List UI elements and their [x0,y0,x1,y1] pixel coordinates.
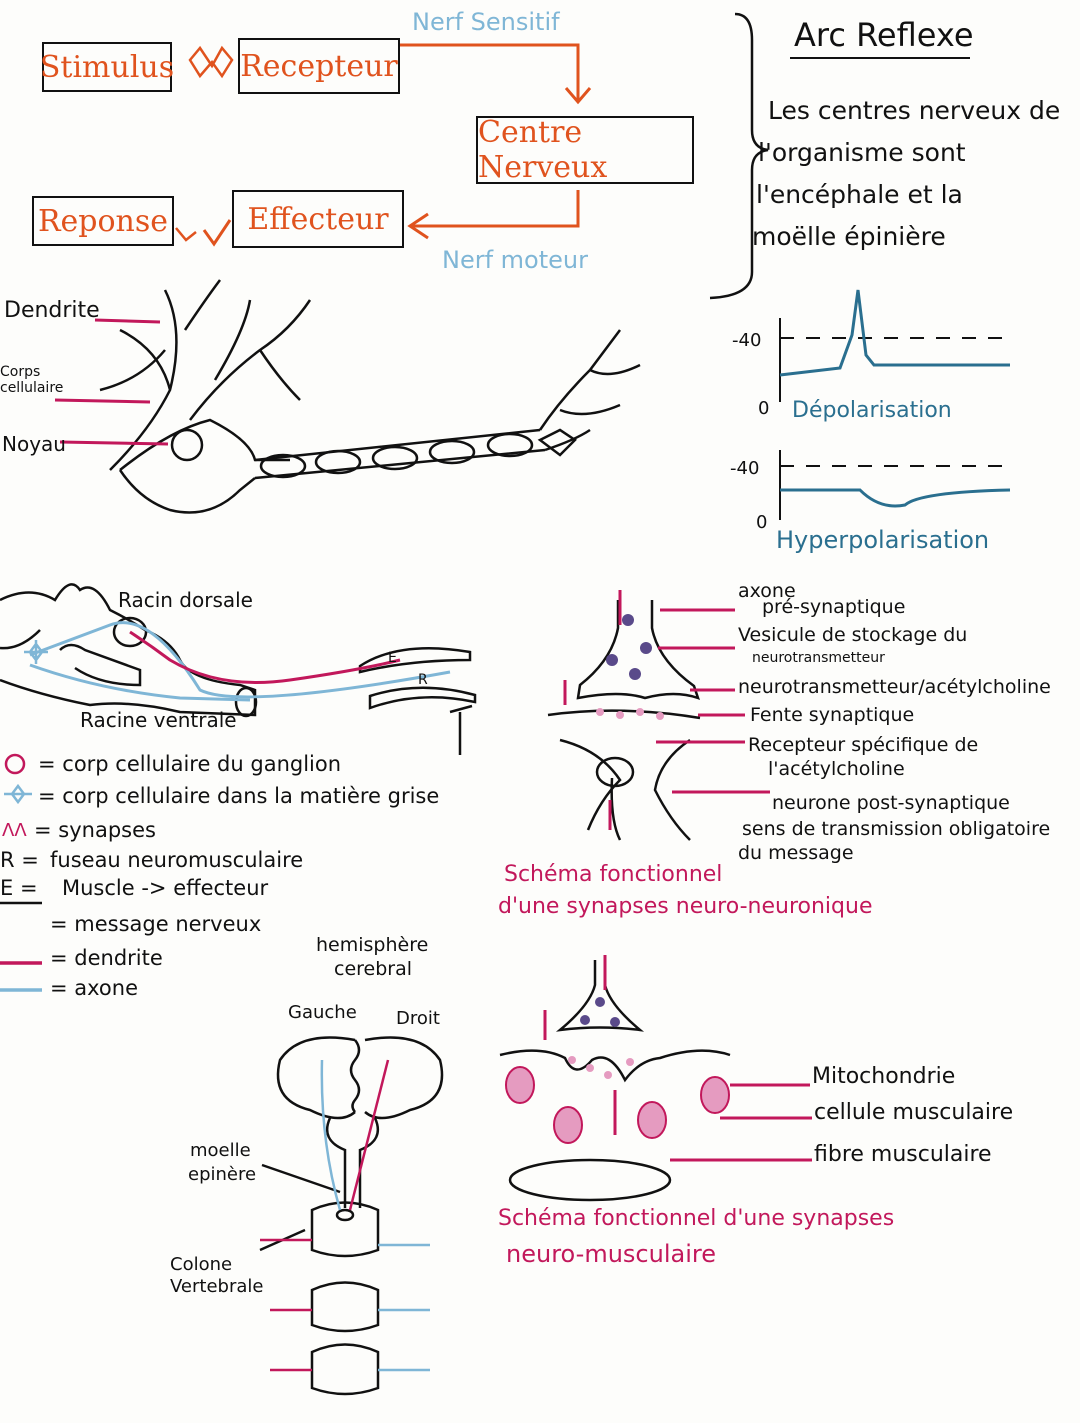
spinal-cord-drawing [0,583,477,755]
note-line-2: l'organisme sont [758,138,966,167]
syn2-caption-2: neuro-musculaire [506,1240,716,1268]
syn1-vesicule: Vesicule de stockage du [738,624,968,646]
g1-zero: 0 [758,398,770,419]
neuro-neuronal-synapse [547,600,701,841]
neuron-drawing [99,279,641,514]
g2-value: -40 [730,458,760,479]
legend-dendrite: = dendrite [50,946,163,970]
fibre-musculaire-label: fibre musculaire [814,1142,992,1167]
syn1-acetylcholine-2: l'acétylcholine [768,758,905,780]
cellule-musculaire-label: cellule musculaire [814,1100,1014,1125]
legend-r-symbol: R = [0,848,39,872]
legend-fuseau: fuseau neuromusculaire [50,848,304,872]
syn1-presynaptique: pré-synaptique [762,596,906,618]
neuromuscular-synapse [499,960,731,1202]
syn1-sens: sens de transmission obligatoire [742,818,1051,840]
syn1-neurotransmetteur: neurotransmetteur [752,650,885,666]
syn2-caption-1: Schéma fonctionnel d'une synapses [498,1206,895,1231]
grey-matter-legend-mark [4,783,32,805]
effecteur-box: Effecteur [232,190,404,248]
nucleus-pointer [59,440,169,446]
recepteur-box: Recepteur [238,38,400,94]
stimulus-box: Stimulus [40,42,174,92]
moelle-label-2: epinère [188,1164,257,1185]
stimulus-link [188,45,234,79]
centre-nerveux-box: Centre Nerveux [476,115,694,185]
racine-dorsale-label: Racin dorsale [118,588,253,612]
hyperpolarisation-title: Hyperpolarisation [776,526,990,554]
arc-reflexe-title: Arc Reflexe [794,16,974,54]
depolarisation-title: Dépolarisation [792,398,952,423]
syn1-caption-1: Schéma fonctionnel [504,862,723,887]
corps-label: Corps [0,364,41,380]
syn1-caption-2: d'une synapses neuro-neuronique [498,894,873,919]
syn1-recepteur: Recepteur spécifique de [748,734,979,756]
reponse-box: Reponse [32,196,174,246]
note-line-3: l'encéphale et la [756,180,963,209]
racine-ventrale-label: Racine ventrale [80,708,237,732]
brace [709,12,769,300]
g2-zero: 0 [756,512,768,533]
syn1-axone: axone [738,580,796,602]
cellulaire-label: cellulaire [0,380,64,396]
legend-grey-matter: = corp cellulaire dans la matière grise [38,784,440,808]
note-line-4: moëlle épinière [752,222,946,251]
syn1-post-synaptique: neurone post-synaptique [772,792,1010,814]
effector-link [202,219,232,247]
legend-e-symbol: E = [0,876,38,900]
g1-value: -40 [732,330,762,351]
hemisphere-label-1: hemisphère [316,934,429,956]
legend-ganglion: = corp cellulaire du ganglion [38,752,342,776]
droit-label: Droit [396,1008,440,1029]
sensory-arrow-head [564,87,592,105]
dendrite-label: Dendrite [4,298,100,323]
syn1-fente: Fente synaptique [750,704,915,726]
nerf-sensitif-label: Nerf Sensitif [412,8,560,36]
legend-axone: = axone [50,976,138,1000]
sensory-nerve-path [400,43,580,100]
legend-synapses: = synapses [34,818,156,842]
syn1-acetylcholine: neurotransmetteur/acétylcholine [738,676,1051,698]
legend-message: = message nerveux [50,912,262,936]
brain-spine-drawing [259,1036,444,1396]
hyperpolarisation-graph [779,450,1011,520]
mitochondrie-label: Mitochondrie [812,1064,956,1089]
colonne-label-2: Vertebrale [170,1276,264,1297]
moelle-label-1: moelle [190,1140,251,1161]
noyau-label: Noyau [2,432,66,456]
motor-arrow-head [407,212,429,240]
syn1-du-message: du message [738,842,854,864]
hemisphere-label-2: cerebral [334,958,413,980]
cell-body-pointer [54,398,151,404]
legend-muscle: Muscle -> effecteur [62,876,269,900]
ganglion-legend-mark [4,753,26,775]
note-line-1: Les centres nerveux de [768,96,1061,125]
depolarisation-graph [779,289,1010,402]
gauche-label: Gauche [288,1002,357,1023]
legend-synapse-symbol: ΛΛ [2,820,27,841]
motor-nerve-path [412,190,580,228]
e-label: E [388,650,397,666]
r-label: R [418,672,428,688]
nerf-moteur-label: Nerf moteur [442,246,588,274]
dendrite-pointer [94,318,161,324]
colonne-label-1: Colone [170,1254,233,1275]
